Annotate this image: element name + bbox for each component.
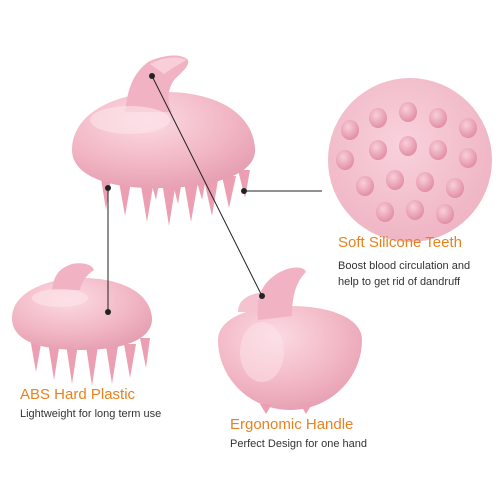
ergonomic-handle-title: Ergonomic Handle <box>230 416 354 433</box>
callout-dot-handle-end <box>259 293 265 299</box>
silicone-teeth-title: Soft Silicone Teeth <box>338 234 462 251</box>
ergonomic-handle-desc: Perfect Design for one hand <box>230 438 367 450</box>
abs-plastic-title: ABS Hard Plastic <box>20 386 136 403</box>
silicone-teeth-desc-line1: Boost blood circulation and <box>338 260 471 272</box>
silicone-teeth-desc-line2: help to get rid of dandruff <box>338 276 461 288</box>
callout-line-handle <box>151 75 263 297</box>
ergonomic-handle-brush-image <box>218 267 362 414</box>
callout-lines <box>105 73 322 315</box>
callout-dot-silicone <box>241 188 247 194</box>
silicone-teeth-closeup <box>328 78 492 242</box>
main-brush-image <box>72 55 256 226</box>
callout-dot-plastic <box>105 185 111 191</box>
callout-dot-plastic-end <box>105 309 111 315</box>
abs-plastic-brush-image <box>12 263 153 386</box>
abs-plastic-desc: Lightweight for long term use <box>20 408 162 420</box>
callout-dot-handle <box>149 73 155 79</box>
